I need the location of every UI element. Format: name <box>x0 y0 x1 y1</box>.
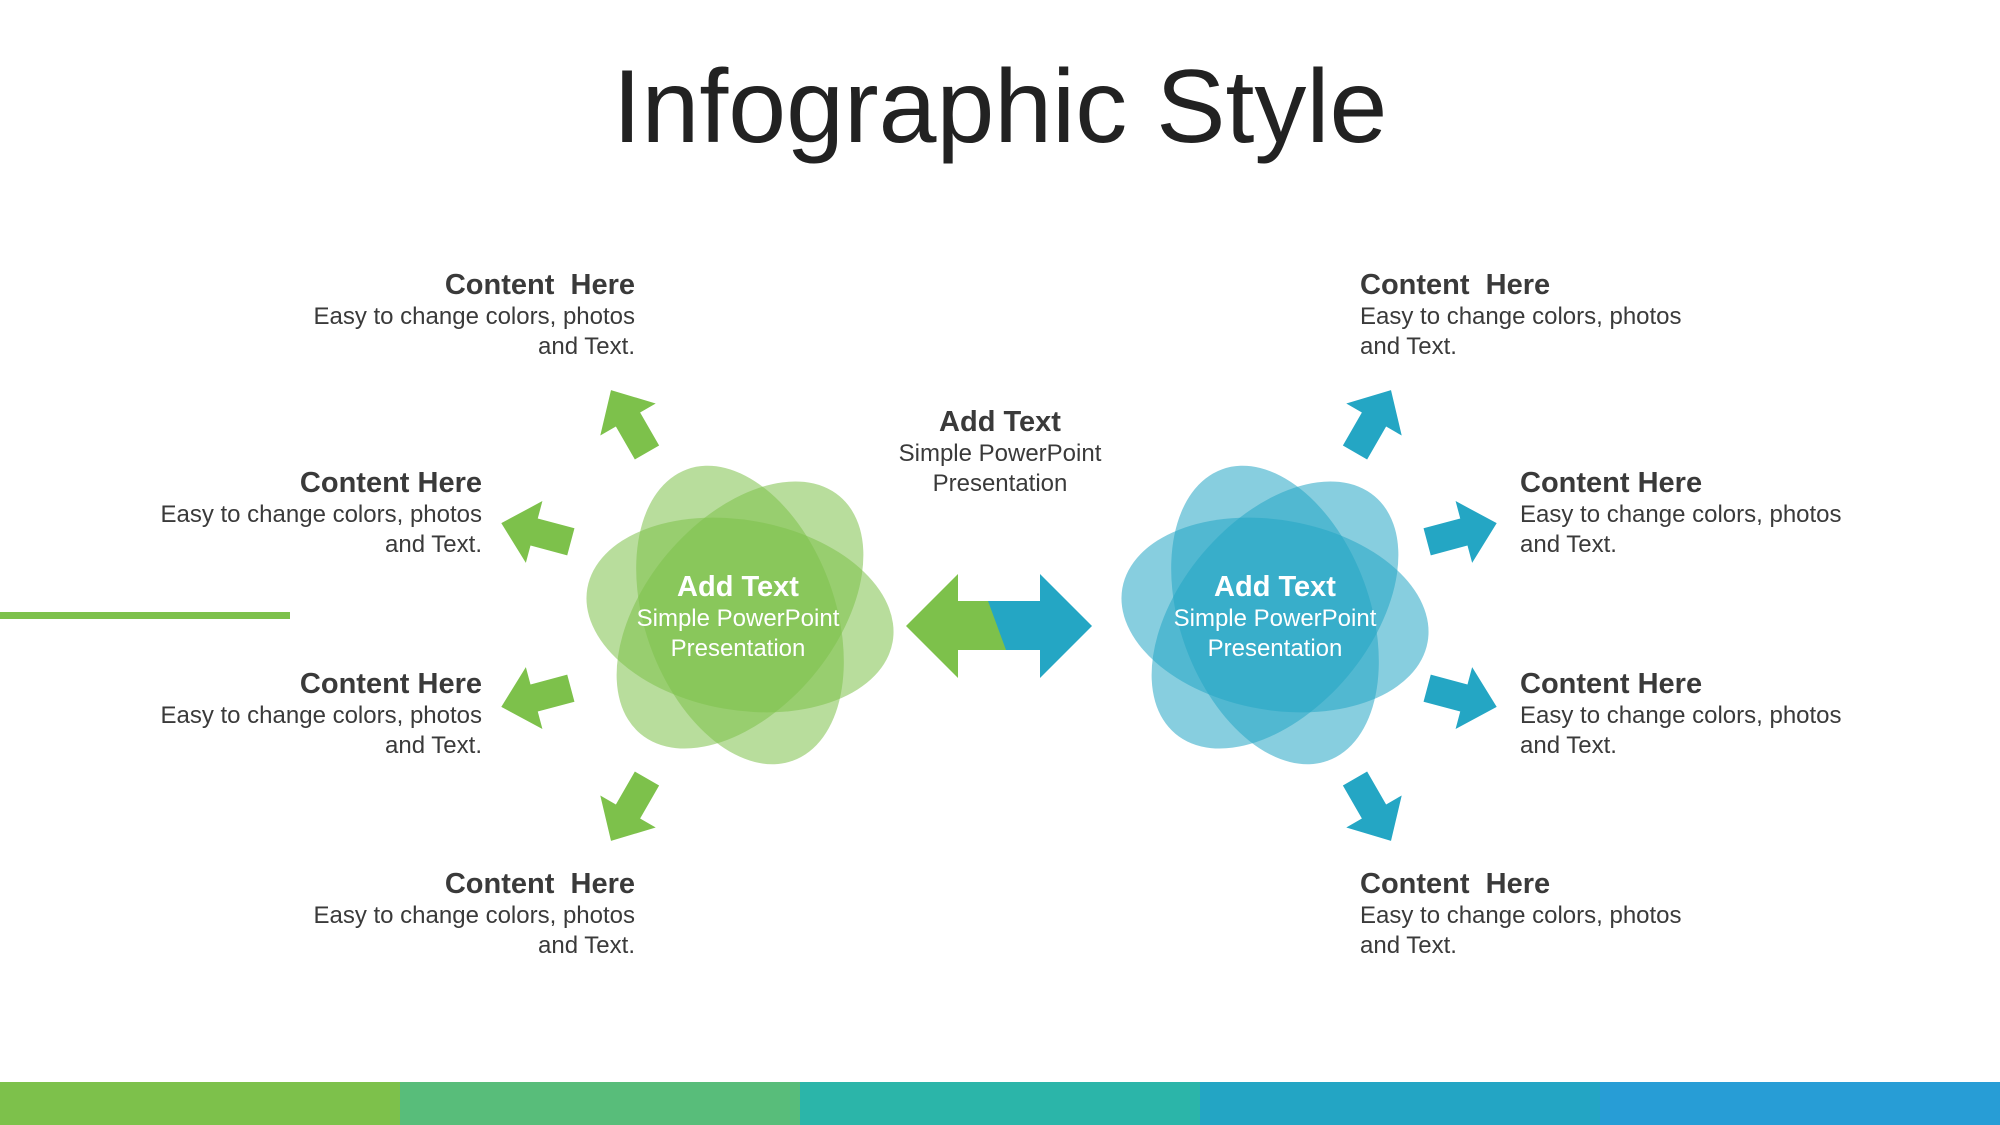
right-item-2-title: Content Here <box>1520 467 1703 499</box>
left-hub-petals <box>586 465 894 765</box>
right-item-3-title: Content Here <box>1520 668 1703 700</box>
middle-label-title: Add Text <box>939 406 1061 438</box>
left-item-1: Content Here Easy to change colors, phot… <box>285 268 635 362</box>
arrow-right-up-icon <box>1423 501 1497 563</box>
left-item-4: Content Here Easy to change colors, phot… <box>285 867 635 961</box>
left-hub-label: Add Text Simple PowerPoint Presentation <box>608 570 868 664</box>
right-hub-petal <box>1121 517 1429 713</box>
arrow-up-left-icon <box>600 390 660 460</box>
accent-line <box>0 612 290 619</box>
left-item-4-title: Content Here <box>444 868 635 900</box>
right-item-3-body: Easy to change colors, photos and Text. <box>1520 702 1842 759</box>
right-item-3: Content Here Easy to change colors, phot… <box>1520 667 1872 761</box>
right-item-1-title: Content Here <box>1360 269 1551 301</box>
left-item-2-title: Content Here <box>299 467 482 499</box>
right-hub-body: Simple PowerPoint Presentation <box>1173 605 1377 662</box>
arrow-left-up-icon <box>501 501 575 563</box>
left-hub-body: Simple PowerPoint Presentation <box>636 605 840 662</box>
middle-label: Add Text Simple PowerPoint Presentation <box>880 405 1120 499</box>
footer-segment <box>400 1082 800 1125</box>
arrow-left-down-icon <box>501 667 575 729</box>
left-item-4-body: Easy to change colors, photos and Text. <box>313 902 635 959</box>
left-item-2-body: Easy to change colors, photos and Text. <box>160 501 482 558</box>
right-item-4-body: Easy to change colors, photos and Text. <box>1360 902 1682 959</box>
footer-segment <box>1600 1082 2000 1125</box>
arrow-right-down-icon <box>1423 667 1497 729</box>
footer-segment <box>1200 1082 1600 1125</box>
arrow-up-right-icon <box>1342 390 1402 460</box>
right-hub-label: Add Text Simple PowerPoint Presentation <box>1145 570 1405 664</box>
footer-segment <box>800 1082 1200 1125</box>
left-arrows <box>501 390 660 841</box>
left-item-3: Content Here Easy to change colors, phot… <box>130 667 482 761</box>
center-arrow-right-blue <box>988 574 1092 678</box>
arrow-down-left-icon <box>600 771 660 841</box>
left-item-1-title: Content Here <box>444 269 635 301</box>
left-item-2: Content Here Easy to change colors, phot… <box>130 466 482 560</box>
right-hub-title: Add Text <box>1214 571 1336 603</box>
right-item-1-body: Easy to change colors, photos and Text. <box>1360 303 1682 360</box>
right-item-2-body: Easy to change colors, photos and Text. <box>1520 501 1842 558</box>
left-item-1-body: Easy to change colors, photos and Text. <box>313 303 635 360</box>
left-item-3-title: Content Here <box>299 668 482 700</box>
left-item-3-body: Easy to change colors, photos and Text. <box>160 702 482 759</box>
right-item-4-title: Content Here <box>1360 868 1551 900</box>
right-item-1: Content Here Easy to change colors, phot… <box>1360 268 1710 362</box>
right-hub-petals <box>1121 465 1429 765</box>
slide-title: Infographic Style <box>612 49 1388 165</box>
right-item-2: Content Here Easy to change colors, phot… <box>1520 466 1872 560</box>
footer-segment <box>0 1082 400 1125</box>
center-arrow-left-green <box>906 574 1010 678</box>
left-hub-title: Add Text <box>677 571 799 603</box>
right-item-4: Content Here Easy to change colors, phot… <box>1360 867 1710 961</box>
footer-color-bar <box>0 1082 2000 1125</box>
left-hub-petal <box>586 517 894 713</box>
arrow-down-right-icon <box>1342 771 1402 841</box>
right-arrows <box>1342 390 1497 841</box>
middle-label-body: Simple PowerPoint Presentation <box>898 440 1102 497</box>
